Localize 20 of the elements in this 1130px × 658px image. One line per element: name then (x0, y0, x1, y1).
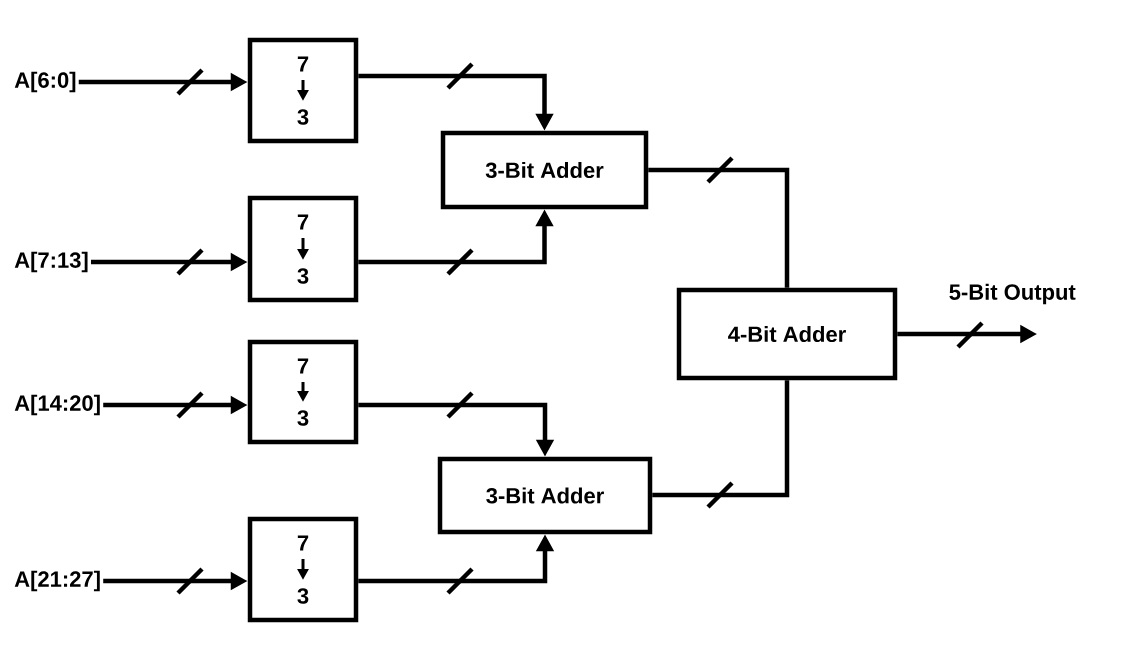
count-label: 3 (297, 588, 309, 604)
input-label: A[14:20] (14, 394, 100, 416)
count-label: 7 (297, 358, 309, 374)
count-label: 3 (297, 268, 309, 284)
edge-label: 5-Bit Output (946, 281, 1078, 307)
counter-box (247, 516, 359, 623)
adder-box: 3-Bit Adder (437, 456, 653, 535)
input-label: A[6:0] (14, 71, 76, 93)
counter-box (247, 37, 359, 144)
count-label: 3 (297, 410, 309, 426)
adder-box: 3-Bit Adder (440, 130, 649, 210)
counter-box (247, 195, 359, 303)
count-label: 7 (297, 214, 309, 230)
input-label: A[21:27] (14, 570, 100, 592)
input-label: A[7:13] (14, 251, 88, 273)
count-label: 7 (297, 56, 309, 72)
count-label: 7 (297, 535, 309, 551)
count-label: 3 (297, 109, 309, 125)
counter-box (247, 339, 359, 445)
adder-box: 4-Bit Adder (676, 287, 898, 381)
